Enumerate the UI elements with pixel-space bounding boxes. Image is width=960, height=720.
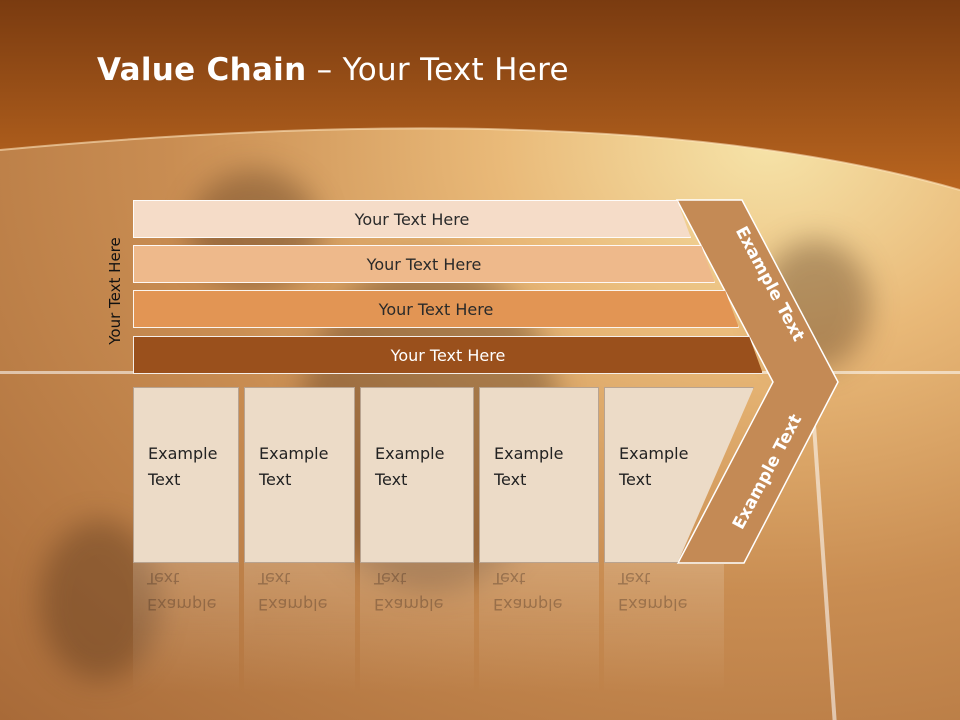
box-line1: Example bbox=[375, 444, 445, 463]
box-reflection: Example Text bbox=[133, 563, 239, 693]
box-reflection: Example Text bbox=[479, 563, 599, 693]
reflection-line2: Text bbox=[374, 569, 407, 588]
bar-label: Your Text Here bbox=[390, 345, 506, 365]
reflection-line1: Example bbox=[258, 595, 328, 614]
reflection-line1: Example bbox=[147, 595, 217, 614]
box-line2: Text bbox=[148, 470, 181, 489]
bar-3: Your Text Here bbox=[133, 290, 739, 328]
box-line1: Example bbox=[494, 444, 564, 463]
box-line2: Text bbox=[259, 470, 292, 489]
box-line1: Example bbox=[619, 444, 689, 463]
title-bold: Value Chain bbox=[97, 52, 307, 88]
box-reflection: Example Text bbox=[244, 563, 355, 693]
box-line2: Text bbox=[619, 470, 652, 489]
reflection-line2: Text bbox=[618, 569, 651, 588]
bar-2: Your Text Here bbox=[133, 245, 715, 283]
reflection-line2: Text bbox=[493, 569, 526, 588]
bar-label: Your Text Here bbox=[366, 254, 482, 274]
reflection-line2: Text bbox=[147, 569, 180, 588]
reflection-line2: Text bbox=[258, 569, 291, 588]
page-title: Value Chain – Your Text Here bbox=[97, 52, 569, 88]
reflection-line1: Example bbox=[493, 595, 563, 614]
box-line2: Text bbox=[375, 470, 408, 489]
bar-4: Your Text Here bbox=[133, 336, 763, 374]
bar-label: Your Text Here bbox=[354, 209, 470, 229]
box-reflection: Example Text bbox=[360, 563, 474, 693]
bar-1: Your Text Here bbox=[133, 200, 691, 238]
bar-label: Your Text Here bbox=[378, 299, 494, 319]
box-reflection: Example Text bbox=[604, 563, 724, 693]
reflection-line1: Example bbox=[618, 595, 688, 614]
box-line1: Example bbox=[259, 444, 329, 463]
box-line1: Example bbox=[148, 444, 218, 463]
reflection-line1: Example bbox=[374, 595, 444, 614]
box-line2: Text bbox=[494, 470, 527, 489]
title-rest: – Your Text Here bbox=[306, 52, 569, 88]
